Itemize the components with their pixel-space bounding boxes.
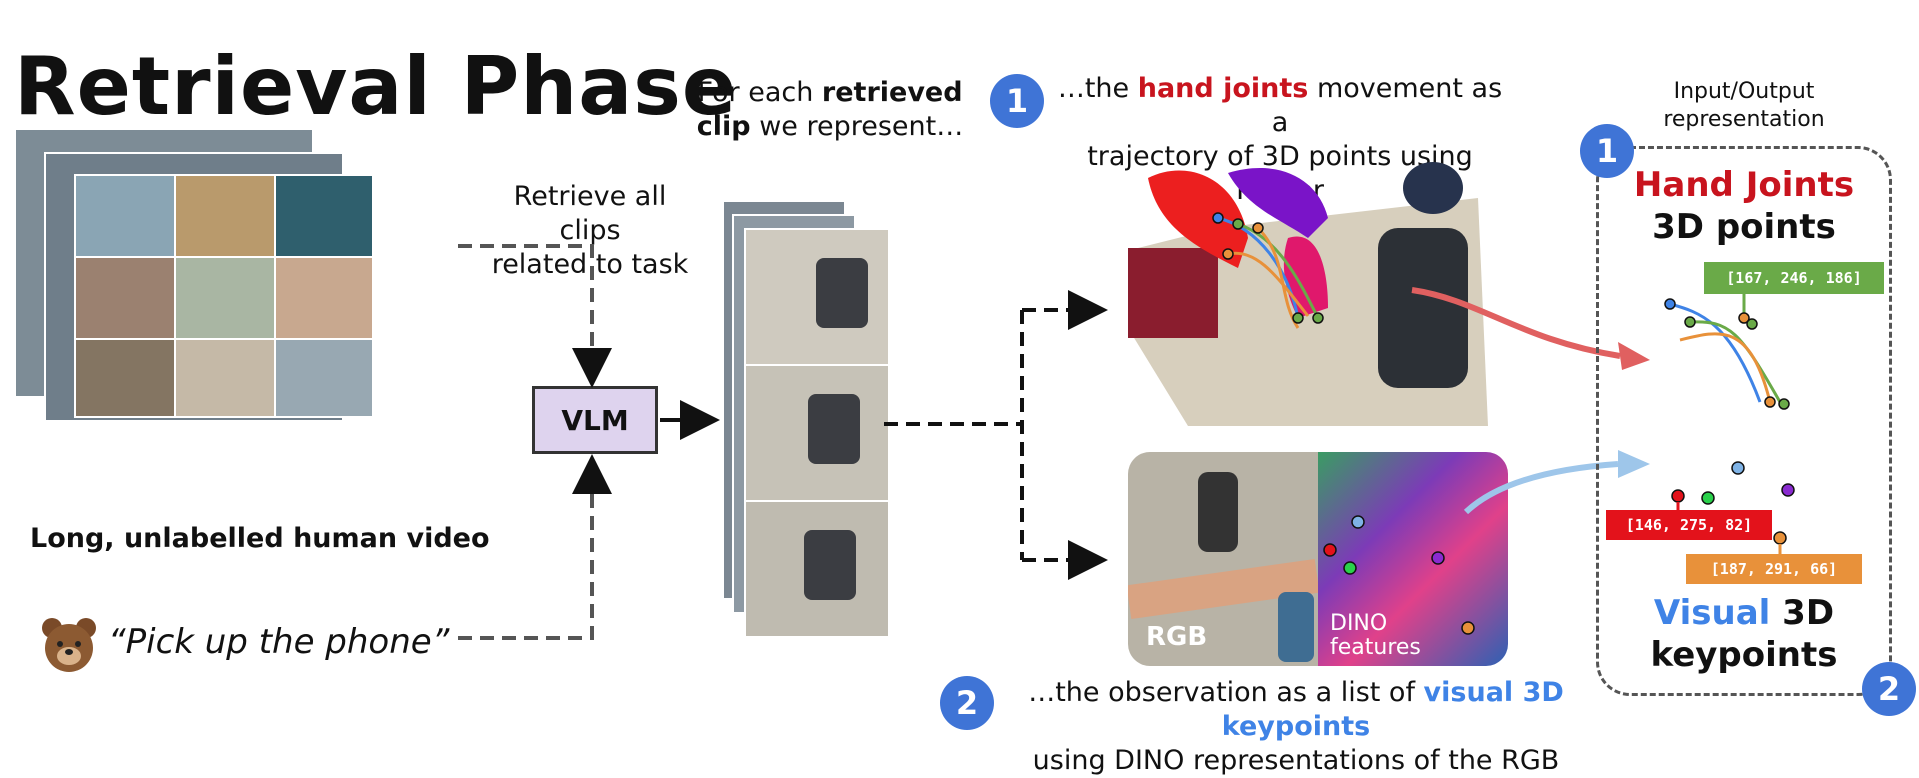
bear-icon [40, 616, 98, 674]
dino-label: DINO features [1330, 611, 1421, 660]
video-frames-stack [14, 128, 374, 422]
clips-to-outputs-connector [884, 310, 1024, 560]
hand-joints-plot [1664, 294, 1790, 410]
hand-to-io-arrow [1411, 287, 1621, 359]
io-badge-1: 1 [1580, 124, 1634, 178]
keypoint-coordinate-orange: [187, 291, 66] [1686, 554, 1862, 584]
retrieved-clip-stack [722, 200, 892, 640]
prompt-connector [458, 464, 594, 640]
connectors [458, 244, 1108, 640]
visual-keypoints-title: Visual 3D keypoints [1650, 593, 1838, 675]
io-representation-box [1596, 146, 1892, 696]
page-title: Retrieval Phase [14, 40, 738, 133]
step1-badge: 1 [990, 74, 1044, 128]
retrieve-connector [458, 244, 594, 380]
rgb-label: RGB [1146, 622, 1208, 652]
hand-3d-render [1128, 158, 1488, 426]
hand-trajectories [1212, 212, 1324, 329]
clip-frame-front [744, 228, 890, 638]
video-frame-front [74, 174, 374, 418]
hand-joints-title: Hand Joints 3D points [1633, 165, 1855, 247]
rgb-dino-image: RGB DINO features [1128, 452, 1508, 666]
video-caption: Long, unlabelled human video [30, 523, 490, 554]
dino-keypoints [1323, 515, 1475, 635]
middle-header: For each retrieved clip we represent… [696, 77, 964, 142]
io-header: Input/Output representation [1663, 79, 1825, 132]
io-badge-2: 2 [1862, 662, 1916, 716]
task-prompt: “Pick up the phone” [108, 622, 450, 662]
rgb-panel: RGB [1128, 452, 1320, 666]
dino-panel: DINO features [1318, 452, 1508, 666]
retrieve-label: Retrieve all clips related to task [491, 181, 689, 280]
vlm-box: VLM [532, 386, 658, 454]
hand-coordinate-label: [167, 246, 186] [1704, 262, 1884, 294]
step2-badge: 2 [940, 676, 994, 730]
keypoint-coordinate-red: [146, 275, 82] [1606, 510, 1772, 540]
